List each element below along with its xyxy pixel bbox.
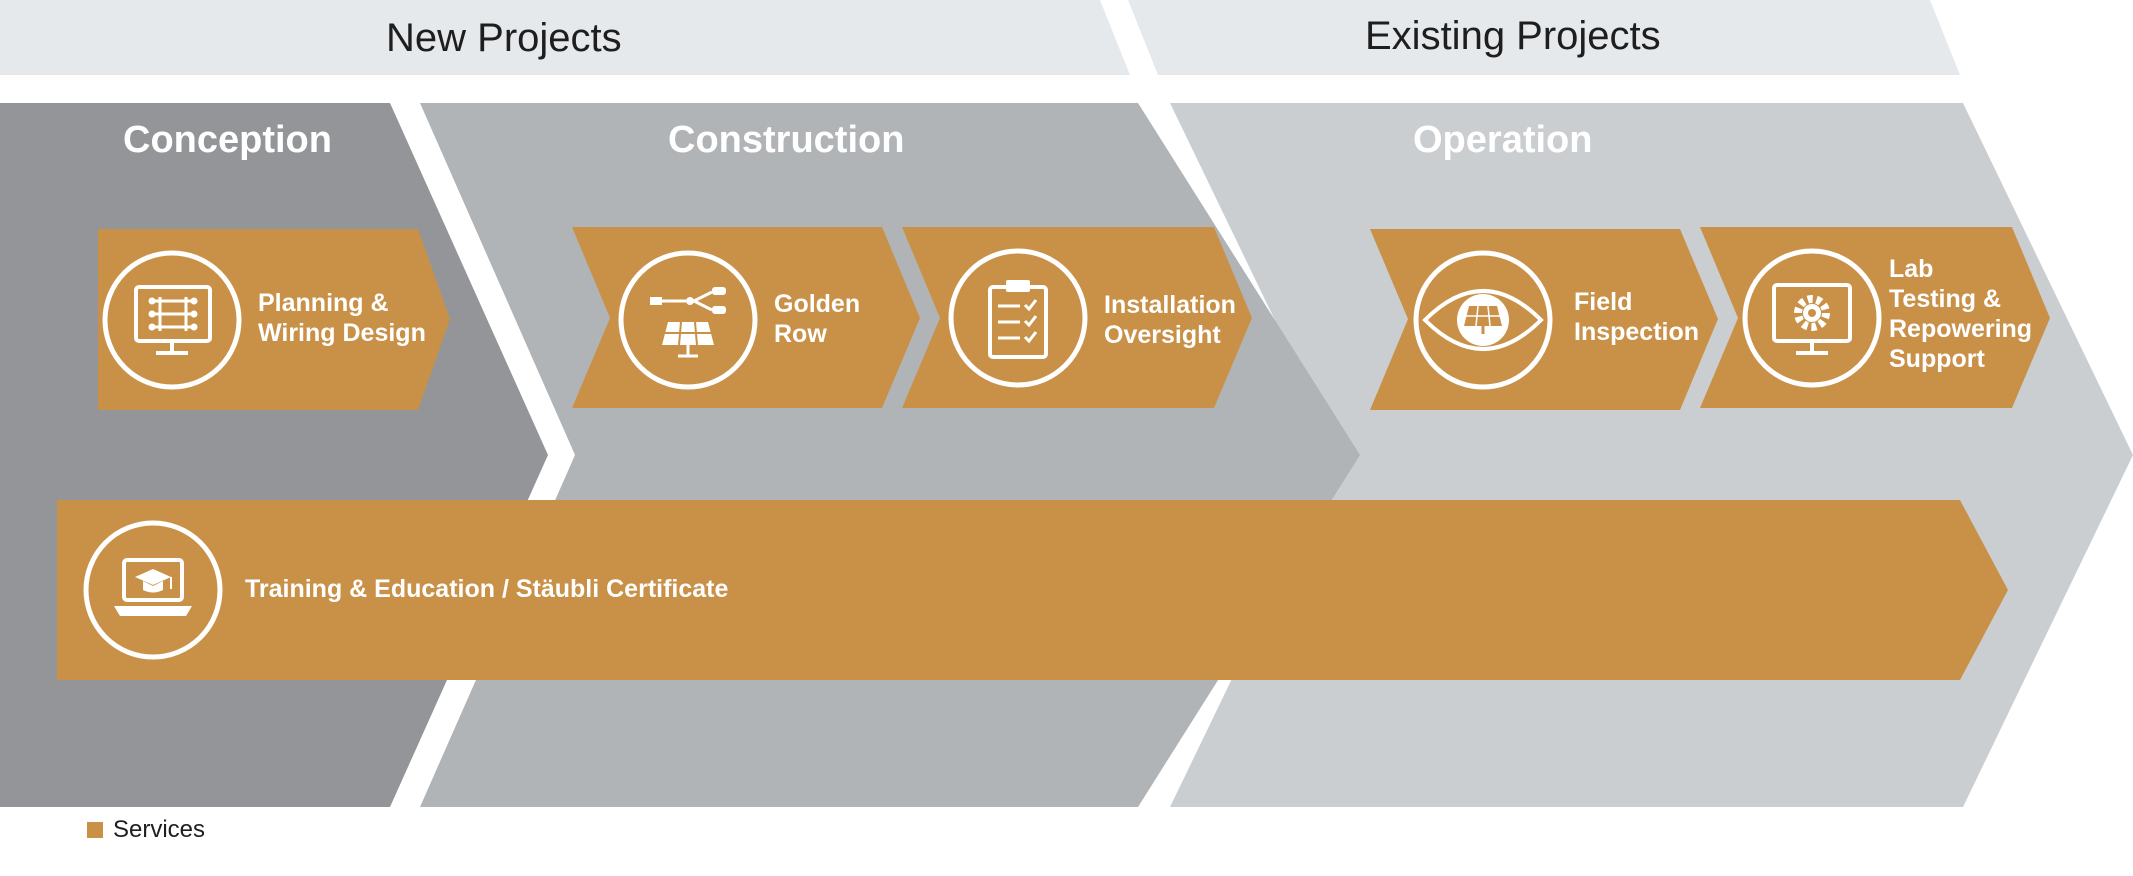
solar-connector-icon bbox=[618, 250, 758, 390]
legend-label: Services bbox=[113, 816, 206, 843]
conception-phase-title: Conception bbox=[123, 119, 332, 161]
golden-row-service-label: Golden Row bbox=[774, 290, 861, 348]
field-inspection-service-label: Field Inspection bbox=[1574, 288, 1700, 346]
field-inspection-service-arrow bbox=[1370, 229, 1718, 410]
construction-chevron bbox=[420, 103, 1360, 807]
wiring-monitor-icon bbox=[102, 250, 242, 390]
existing-projects-band bbox=[1128, 0, 1960, 75]
conception-chevron bbox=[0, 103, 548, 807]
existing-projects-label: Existing Projects bbox=[1365, 14, 1661, 58]
new-projects-band bbox=[0, 0, 1130, 75]
installation-service-arrow bbox=[902, 227, 1252, 408]
training-service-label: Training & Education / Stäubli Certifica… bbox=[245, 575, 729, 603]
construction-phase-title: Construction bbox=[668, 119, 905, 161]
monitor-gear-icon bbox=[1742, 248, 1882, 388]
lab-testing-service-arrow bbox=[1700, 227, 2050, 408]
planning-service-arrow bbox=[98, 229, 450, 410]
eye-solar-icon bbox=[1413, 250, 1553, 390]
laptop-graduation-icon bbox=[83, 520, 223, 660]
clipboard-checklist-icon bbox=[948, 248, 1088, 388]
operation-phase-title: Operation bbox=[1413, 119, 1593, 161]
installation-service-label: Installation Oversight bbox=[1104, 291, 1236, 349]
new-projects-label: New Projects bbox=[386, 16, 622, 60]
legend-swatch bbox=[87, 822, 103, 838]
planning-service-label: Planning & Wiring Design bbox=[258, 289, 426, 347]
training-service-arrow bbox=[57, 500, 2008, 680]
lab-testing-service-label: Lab Testing & Repowering Support bbox=[1889, 255, 2033, 373]
golden-row-service-arrow bbox=[572, 227, 920, 408]
